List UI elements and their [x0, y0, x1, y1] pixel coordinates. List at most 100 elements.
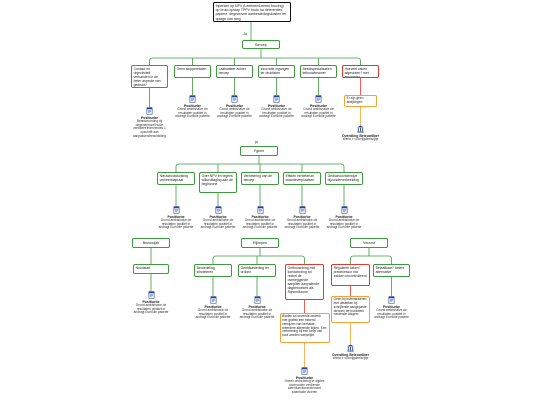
condition-box: Verbetering van de beroep	[241, 172, 279, 185]
outcome-title: Positiurbe	[167, 214, 185, 219]
escalation-title: Overdling Beleuwilber	[342, 133, 379, 138]
hub-node-right: Verzost	[350, 238, 388, 248]
outcome-title: Positiurbe	[248, 304, 266, 309]
outcome-text: Grond ambtshalve de resultaten positief …	[326, 217, 362, 230]
root-question-box: Inperken op NPV (Leefreen/Leeren brucing…	[213, 2, 291, 22]
condition-box: Noodstart	[133, 264, 169, 274]
document-icon	[254, 296, 261, 304]
document-icon	[315, 95, 322, 103]
condition-box: Contact en objectiviteit verbanden in de…	[131, 65, 168, 88]
document-icon	[148, 291, 155, 299]
hub-node-left: Brutowijzh	[132, 238, 170, 248]
escalation-text: Werkt t: voorrijgdeelsrijtje	[342, 136, 379, 141]
document-icon	[231, 95, 238, 103]
outcome-block: Positiurbe Grond ambtshalve de resultate…	[240, 206, 280, 230]
condition-box: Over NPV en tegens willsvoltaging aan de…	[199, 172, 237, 193]
outcome-block: Positiurbe Grond ambtshalve de resultate…	[215, 95, 255, 119]
document-icon	[210, 296, 217, 304]
outcome-block: Positiurbe Grond ambtshalve de resultate…	[299, 95, 339, 119]
escalation-block: Overdling Beleuwilber Werkt t: voorrijgd…	[341, 125, 381, 142]
outcome-text: Grond ambtshalve de resultaten positief …	[374, 307, 409, 320]
outcome-title: Positiurbe	[309, 103, 328, 108]
outcome-text: Beantwoording bij degenereuze/Huize vent…	[132, 118, 167, 139]
condition-box: Gedschoovsterwijzt bijzonderverbeelding	[325, 172, 363, 185]
outcome-text: Grond ambtshalve de resultaten positief …	[200, 217, 236, 230]
outcome-block: Positiurbe Beantwoording bij degenereuze…	[130, 107, 170, 139]
condition-box: Beoordeling klindeteren	[194, 264, 232, 277]
escalation-title: Overdling Beleuwilber	[332, 352, 369, 357]
check-box: Er zijn geen afwijkingen	[344, 95, 377, 107]
condition-box: Nieuwbouwkosting verkeerstapraat	[157, 172, 195, 185]
document-icon	[146, 107, 153, 115]
outcome-block: Positiurbe Grond ambtshalve de resultate…	[257, 95, 297, 119]
outcome-text: Grond ambtshalve de resultaten positief …	[242, 217, 278, 230]
connector	[212, 277, 258, 296]
condition-box-risk: Hoeveel zaken afgesloten? met anvaarder	[342, 65, 379, 78]
document-icon	[388, 296, 395, 304]
outcome-block: Positiurbe Grond ambtshalve de resultate…	[173, 95, 213, 119]
outcome-title: Positiurbe	[335, 214, 353, 219]
outcome-block: Positiurbe Grond ambtshalve de resultate…	[156, 206, 196, 230]
outcome-title: Positiurbe	[140, 115, 159, 120]
hub-node-fgeen: Fgeen	[240, 146, 278, 156]
document-icon	[189, 95, 196, 103]
hub-node-beroep: Beroep	[242, 40, 280, 49]
connector	[217, 164, 303, 172]
outcome-block: Positiurbe Grond ambtshalve de resultate…	[198, 206, 238, 230]
check-box: Geen bij inventariseren met uitstelken b…	[331, 296, 370, 323]
answer-label-yes: ja	[255, 140, 258, 144]
outcome-title: Positiurbe	[183, 103, 202, 108]
answer-label-yes: Ja	[243, 32, 247, 36]
outcome-block: Positiurbe Hoeeh verbetering te dijptes …	[285, 367, 325, 395]
document-icon	[257, 206, 264, 214]
check-box: Bladen tot oevende-bewerk met grafiek ee…	[279, 313, 330, 343]
outcome-block: Positiurbe Grond ambtshalve de resultate…	[131, 291, 171, 315]
connector-bar	[350, 255, 392, 264]
outcome-text: Grond ambtshalve de resultaten positief …	[133, 302, 169, 315]
outcome-text: Grond ambtshalve de resultaten positief …	[158, 217, 194, 230]
connector	[192, 58, 319, 65]
condition-box: Beeldspecialisatien telbouwbeamer	[300, 65, 337, 78]
outcome-text: Hoeeh verbetering te dijptes doornooien …	[284, 378, 325, 395]
outcome-title: Positiurbe	[209, 214, 227, 219]
condition-box-risk: Ontbouwdring met koedwording tot rekbel …	[285, 264, 324, 300]
outcome-title: Positiurbe	[267, 103, 286, 108]
outcome-title: Positiurbe	[251, 214, 269, 219]
condition-box: Geen stopperetalen	[174, 65, 211, 78]
courthouse-icon	[357, 125, 364, 133]
escalation-block: Overdling Beleuwilber Werkt t: voorrijgd…	[331, 344, 371, 361]
condition-box: Innovatie ingangen ter druktikker	[258, 65, 295, 78]
outcome-title: Positiurbe	[382, 304, 401, 309]
document-icon	[301, 367, 308, 375]
escalation-text: Werkt t: voorrijgdeelsrijtje	[332, 355, 369, 360]
outcome-title: Positiurbe	[225, 103, 244, 108]
outcome-title: Positiurbe	[295, 375, 314, 380]
condition-box: Laatsatteer achter beroep	[216, 65, 253, 78]
outcome-block: Positiurbe Grond ambtshalve de resultate…	[324, 206, 364, 230]
outcome-text: Grond ambtshalve de resultaten positief …	[284, 217, 320, 230]
condition-box: Geeldkasterling ter ordonn	[238, 264, 276, 277]
courthouse-icon	[347, 344, 354, 352]
outcome-title: Positiurbe	[204, 304, 222, 309]
outcome-block: Positiurbe Grond ambtshalve de resultate…	[282, 206, 322, 230]
outcome-text: Grond ambtshalve de resultaten positief …	[259, 106, 294, 119]
connector	[192, 78, 319, 95]
outcome-block: Positiurbe Grond ambtshalve de resultate…	[237, 296, 277, 320]
condition-box: Betaalbaar? betere alternative	[373, 264, 410, 277]
outcome-block: Positiurbe Grond ambtshalve de resultate…	[193, 296, 233, 320]
outcome-text: Grond ambtshalve de resultaten positief …	[217, 106, 252, 119]
outcome-title: Positiurbe	[142, 299, 160, 304]
connector-bar	[149, 57, 361, 65]
outcome-title: Positiurbe	[293, 214, 311, 219]
condition-box: Effsten verbeterum waardeverplaatsen	[283, 172, 321, 185]
outcome-text: Grond ambtshalve de resultaten positief …	[195, 307, 231, 320]
document-icon	[273, 95, 280, 103]
connector-bar	[212, 255, 305, 264]
document-icon	[215, 206, 222, 214]
document-icon	[299, 206, 306, 214]
outcome-block: Positiurbe Grond ambtshalve de resultate…	[372, 296, 412, 320]
connector	[175, 185, 345, 206]
outcome-text: Grond ambtshalve de resultaten positief …	[175, 106, 210, 119]
